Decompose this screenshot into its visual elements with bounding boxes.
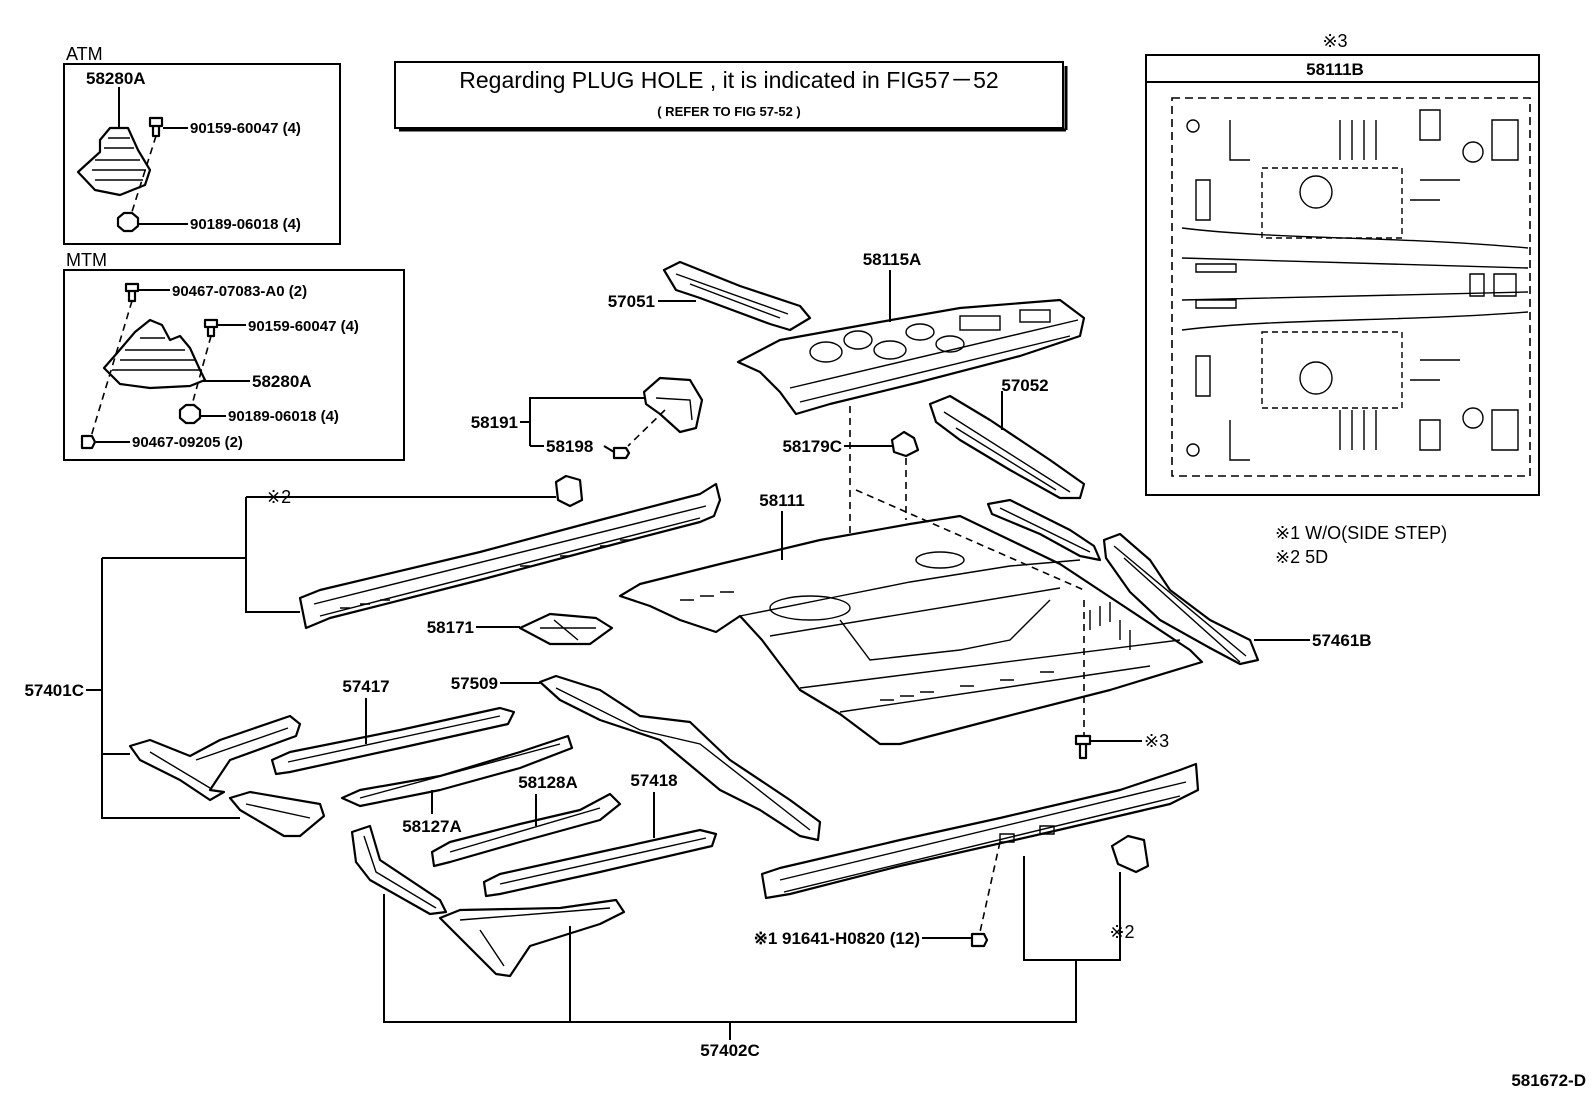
- nut-icon: [116, 211, 140, 233]
- part-57461B: 57461B: [986, 498, 1372, 666]
- clip-icon: [80, 434, 97, 450]
- part-58115A: 58115A: [736, 250, 1086, 416]
- label-58198: 58198: [546, 437, 593, 456]
- atm-screw-label: 90159-60047 (4): [190, 120, 301, 137]
- label-58128A: 58128A: [518, 773, 578, 792]
- part-57402C-group: 57402C: [350, 824, 1077, 1060]
- label-58179C: 58179C: [782, 437, 842, 456]
- screw-icon: [148, 116, 164, 138]
- nut-icon: [178, 403, 202, 425]
- part-58111: 58111: [618, 489, 1204, 746]
- mtm-nut-label: 90189-06018 (4): [228, 408, 339, 425]
- label-58191: 58191: [471, 413, 518, 432]
- part-mark3-bolt: ※3: [1074, 731, 1169, 760]
- legend-note2: ※2 5D: [1275, 547, 1328, 567]
- shift-boot-mtm: [102, 318, 207, 390]
- legend-note1: ※1 W/O(SIDE STEP): [1275, 523, 1447, 543]
- mtm-boot-label: 58280A: [252, 372, 312, 391]
- label-57509: 57509: [451, 674, 498, 693]
- label-mark2-bottom: ※2: [1109, 922, 1134, 942]
- mtm-box: MTM 90467-07083-A0 (2) 90159-60047 (4) 5…: [63, 250, 405, 461]
- atm-box: ATM 58280A 90159-60047 (4) 90189-06018 (…: [63, 44, 341, 245]
- atm-boot-label: 58280A: [86, 69, 146, 88]
- diagram-id: 581672-D: [1511, 1071, 1586, 1090]
- label-58115A: 58115A: [863, 250, 922, 269]
- label-57418: 57418: [630, 771, 677, 790]
- label-58171: 58171: [427, 618, 474, 637]
- inset-panel: ※3 58111B: [1145, 31, 1540, 496]
- label-57051: 57051: [608, 292, 655, 311]
- screw-icon: [203, 318, 219, 338]
- label-58127A: 58127A: [402, 817, 462, 836]
- legend: ※1 W/O(SIDE STEP) ※2 5D: [1275, 523, 1447, 567]
- part-57417: 57417: [270, 677, 516, 776]
- part-58171: 58171: [427, 612, 614, 646]
- label-57401C: 57401C: [24, 681, 84, 700]
- inset-part-label: 58111B: [1306, 60, 1364, 79]
- shift-boot-atm: [76, 126, 152, 197]
- part-58127A: 58127A: [340, 734, 574, 836]
- plug-hole-note: Regarding PLUG HOLE , it is indicated in…: [394, 61, 1068, 132]
- plug-hole-note-line2: ( REFER TO FIG 57-52 ): [657, 104, 801, 119]
- mtm-bolt1-label: 90467-07083-A0 (2): [172, 283, 307, 300]
- label-mark3: ※3: [1144, 731, 1169, 751]
- label-57052: 57052: [1001, 376, 1048, 395]
- mtm-screw-label: 90159-60047 (4): [248, 318, 359, 335]
- mtm-clip-label: 90467-09205 (2): [132, 434, 243, 451]
- label-57461B: 57461B: [1312, 631, 1372, 650]
- floor-pan-plan-view: [1171, 97, 1531, 477]
- label-mark2-top: ※2: [266, 487, 291, 507]
- part-57509: 57509: [451, 674, 822, 842]
- part-upper-rocker: ※2: [245, 474, 722, 630]
- part-57401C-group: 57401C: [24, 557, 326, 838]
- label-58111: 58111: [759, 491, 804, 510]
- part-57418: 57418: [482, 771, 718, 898]
- label-57402C: 57402C: [700, 1041, 760, 1060]
- part-lower-rocker: ※1 91641-H0820 (12) ※2: [754, 762, 1200, 961]
- inset-mark: ※3: [1322, 31, 1347, 51]
- part-57052: 57052: [928, 376, 1086, 500]
- part-58128A: 58128A: [430, 773, 622, 868]
- atm-title: ATM: [66, 44, 103, 64]
- part-58191: 58191 58198: [471, 376, 704, 460]
- plug-hole-note-line1: Regarding PLUG HOLE , it is indicated in…: [459, 67, 998, 93]
- label-57417: 57417: [342, 677, 389, 696]
- bolt-icon: [124, 282, 140, 303]
- mtm-title: MTM: [66, 250, 107, 270]
- atm-nut-label: 90189-06018 (4): [190, 216, 301, 233]
- part-58179C: 58179C: [782, 406, 920, 598]
- label-91641: ※1 91641-H0820 (12): [754, 929, 920, 948]
- part-57051: 57051: [608, 260, 812, 332]
